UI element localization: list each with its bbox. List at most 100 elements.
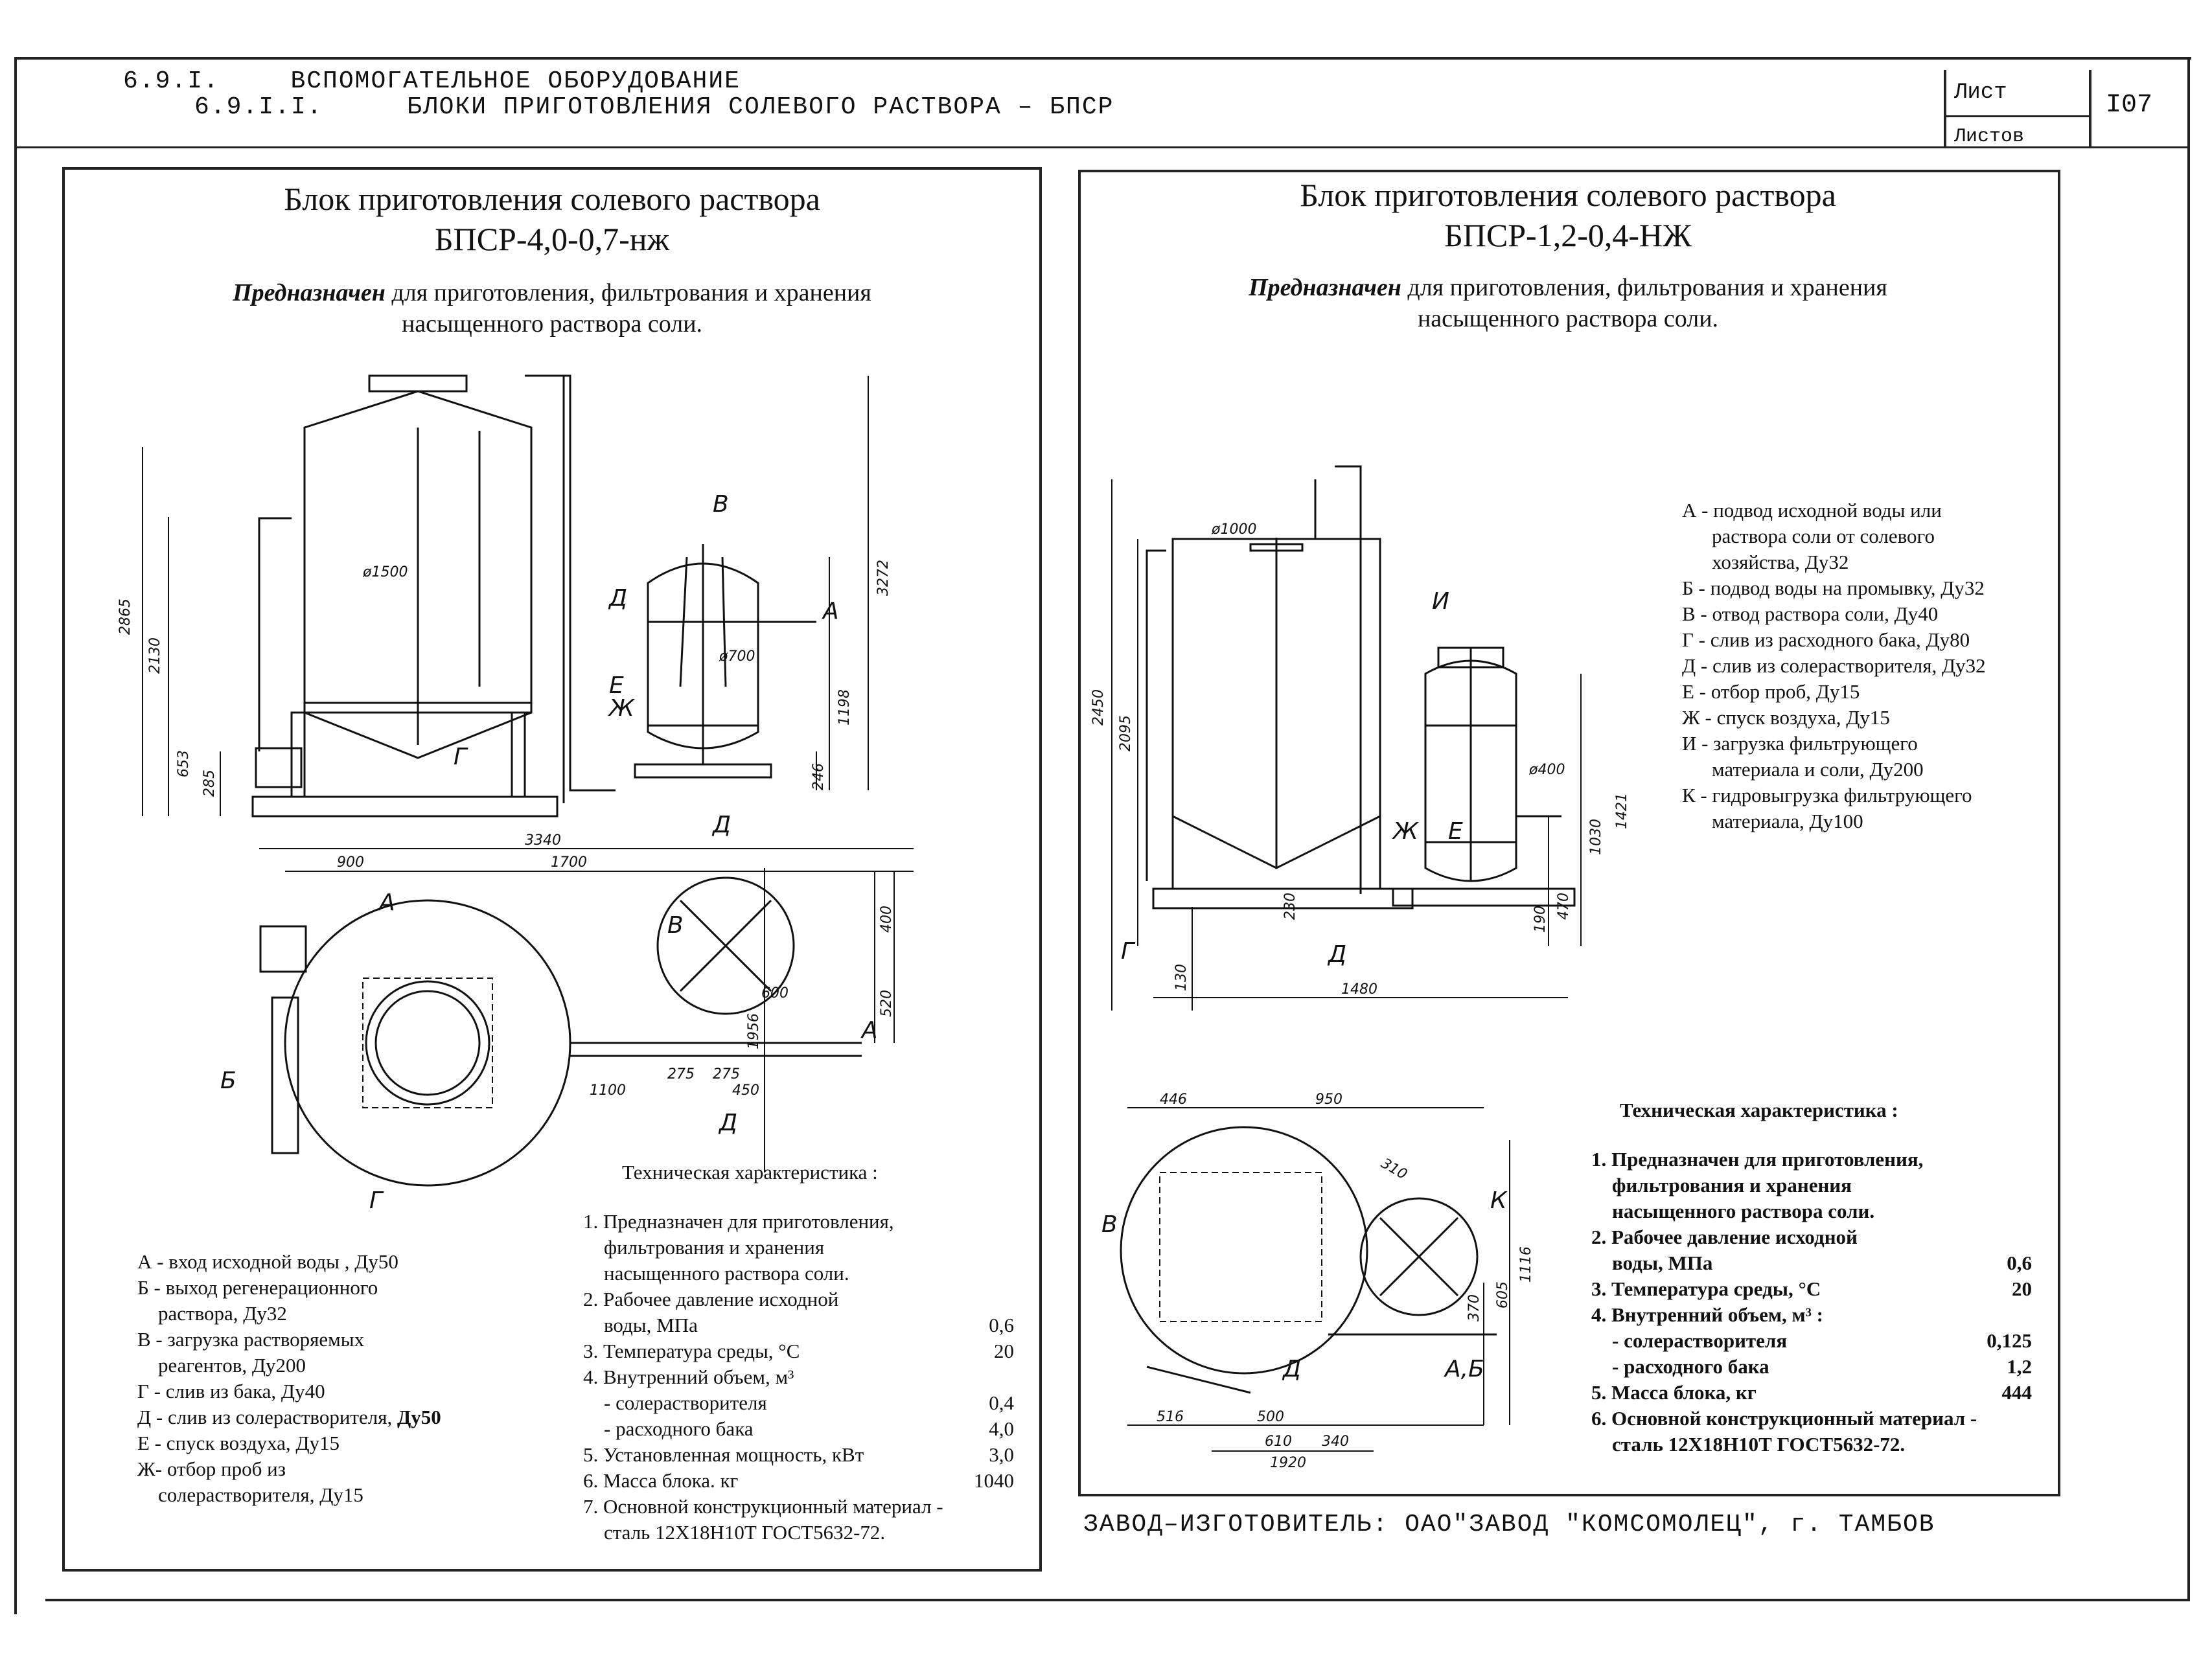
tech-item: 2. Рабочее давление исходной — [1591, 1226, 1858, 1248]
dim-900: 900 — [337, 854, 364, 871]
dim-516: 516 — [1157, 1409, 1184, 1425]
sheets-label: Листов — [1954, 126, 2025, 148]
left-panel — [62, 167, 1042, 1572]
plan-label-K: К — [1490, 1187, 1508, 1214]
dim-2130: 2130 — [147, 637, 163, 674]
dim-600: 600 — [761, 985, 789, 1001]
tech-value: 1,2 — [2007, 1355, 2032, 1378]
legend-item: Е - спуск воздуха, Ду15 — [137, 1432, 340, 1454]
dim-1920: 1920 — [1270, 1455, 1306, 1471]
dim-2450: 2450 — [1090, 689, 1107, 726]
dim-246: 246 — [811, 763, 827, 790]
sheet-frame-bottom — [45, 1599, 2190, 1601]
legend-item: Ж- отбор проб из — [137, 1458, 286, 1480]
legend-item: Г - слив из бака, Ду40 — [137, 1380, 325, 1402]
left-tech-list: 1. Предназначен для приготовления, фильт… — [583, 1209, 1014, 1546]
right-title-line2: БПСР-1,2-0,4-НЖ — [1444, 217, 1692, 253]
tank-top-flange — [368, 374, 468, 393]
tech-item: 4. Внутренний объем, м³ — [583, 1366, 794, 1388]
right-legend: А - подвод исходной воды или раствора со… — [1682, 498, 1986, 834]
filter-plan-circle — [656, 876, 795, 1015]
dim-1421: 1421 — [1614, 793, 1630, 829]
legend-item: А - вход исходной воды , Ду50 — [137, 1250, 398, 1273]
left-legend: А - вход исходной воды , Ду50 Б - выход … — [137, 1249, 441, 1508]
plan-label-V: В — [1101, 1211, 1118, 1238]
sheet-number: I07 — [2106, 91, 2153, 120]
legend-item: А - подвод исходной воды или — [1682, 499, 1942, 521]
plan-label-D: Д — [1282, 1356, 1301, 1382]
dim-400: ø400 — [1528, 762, 1565, 778]
tank-body — [303, 390, 533, 714]
section-heading: 6.9.I. ВСПОМОГАТЕЛЬНОЕ ОБОРУДОВАНИЕ — [123, 67, 741, 95]
filter-vessel — [1424, 659, 1517, 882]
pump — [255, 747, 303, 788]
left-purpose-line1: Предназначен для приготовления, фильтров… — [62, 277, 1042, 308]
tech-value: 4,0 — [989, 1417, 1014, 1440]
dim-1030: 1030 — [1588, 819, 1604, 855]
dim-446: 446 — [1160, 1092, 1187, 1108]
sheet-stamp — [1944, 70, 2091, 148]
tech-item: насыщенного раствора соли. — [604, 1262, 849, 1285]
sheet-frame-right — [2187, 57, 2190, 1601]
filter-plan-circle — [1359, 1197, 1479, 1316]
label-D: Д — [1327, 941, 1346, 968]
tech-item: 2. Рабочее давление исходной — [583, 1288, 839, 1310]
dim-1000: ø1000 — [1211, 521, 1256, 538]
dim-500: 500 — [1257, 1409, 1284, 1425]
subsection-title: БЛОКИ ПРИГОТОВЛЕНИЯ СОЛЕВОГО РАСТВОРА – … — [407, 93, 1114, 121]
label-I: И — [1432, 588, 1449, 615]
legend-item: раствора, Ду32 — [158, 1302, 287, 1325]
dim-340: 340 — [1322, 1434, 1349, 1450]
legend-item: хозяйства, Ду32 — [1712, 551, 1849, 573]
plan-label-D: Д — [718, 1110, 737, 1136]
left-plan-drawing: 3340 900 1700 1956 400 520 600 275 275 1… — [220, 832, 914, 1214]
legend-item: Д - слив из солерастворителя, Ду32 — [1682, 654, 1986, 677]
dim-700: ø700 — [719, 648, 755, 665]
tank-plan-circle — [284, 899, 571, 1187]
right-elevation-drawing: ø1000 2450 2095 130 230 190 470 1030 142… — [1090, 465, 1630, 1011]
dim-605: 605 — [1495, 1281, 1511, 1309]
dim-470: 470 — [1556, 893, 1572, 920]
left-purpose-bold: Предназначен — [233, 279, 386, 306]
tank-plan-circle — [1120, 1126, 1368, 1375]
section-code: 6.9.I. — [123, 67, 220, 95]
tech-item: сталь 12Х18Н10Т ГОСТ5632-72. — [1612, 1433, 1906, 1456]
left-tech-title: Техническая характеристика : — [622, 1161, 878, 1184]
dim-1100: 1100 — [590, 1082, 626, 1099]
dim-1500: ø1500 — [362, 564, 408, 580]
label-D-top: Д — [608, 585, 627, 612]
dim-1198: 1198 — [836, 689, 853, 726]
tech-value: 3,0 — [989, 1443, 1014, 1466]
dim-1956: 1956 — [746, 1013, 762, 1049]
plan-label-G: Г — [369, 1187, 384, 1214]
label-E: Е — [609, 672, 624, 699]
legend-item-d-text: Д - слив из солерастворителя, — [137, 1406, 393, 1428]
tech-value: 0,4 — [989, 1391, 1014, 1414]
tech-value: 20 — [994, 1340, 1014, 1362]
legend-item: материала и соли, Ду200 — [1712, 758, 1924, 781]
tech-item: фильтрования и хранения — [604, 1236, 825, 1259]
legend-item-d: Д - слив из солерастворителя, Ду50 — [137, 1404, 441, 1430]
sheet-stamp-divider — [1944, 115, 2089, 117]
right-purpose-rest: для приготовления, фильтрования и хранен… — [1407, 274, 1887, 301]
dim-1116: 1116 — [1518, 1246, 1534, 1283]
legend-item: Е - отбор проб, Ду15 — [1682, 680, 1860, 703]
legend-item: Ж - спуск воздуха, Ду15 — [1682, 706, 1890, 729]
legend-item: В - загрузка растворяемых — [137, 1328, 365, 1351]
dim-285: 285 — [202, 770, 218, 797]
right-plan-drawing: 446 950 310 1116 370 605 516 500 610 340… — [1101, 1092, 1534, 1471]
dim-520: 520 — [879, 990, 895, 1017]
label-D-bottom: Д — [711, 812, 731, 838]
right-tech-list: 1. Предназначен для приготовления, фильт… — [1591, 1147, 2032, 1458]
dim-950: 950 — [1315, 1092, 1342, 1108]
subsection-code: 6.9.I.I. — [194, 93, 323, 121]
subsection-heading: 6.9.I.I. БЛОКИ ПРИГОТОВЛЕНИЯ СОЛЕВОГО РА… — [194, 93, 1114, 121]
